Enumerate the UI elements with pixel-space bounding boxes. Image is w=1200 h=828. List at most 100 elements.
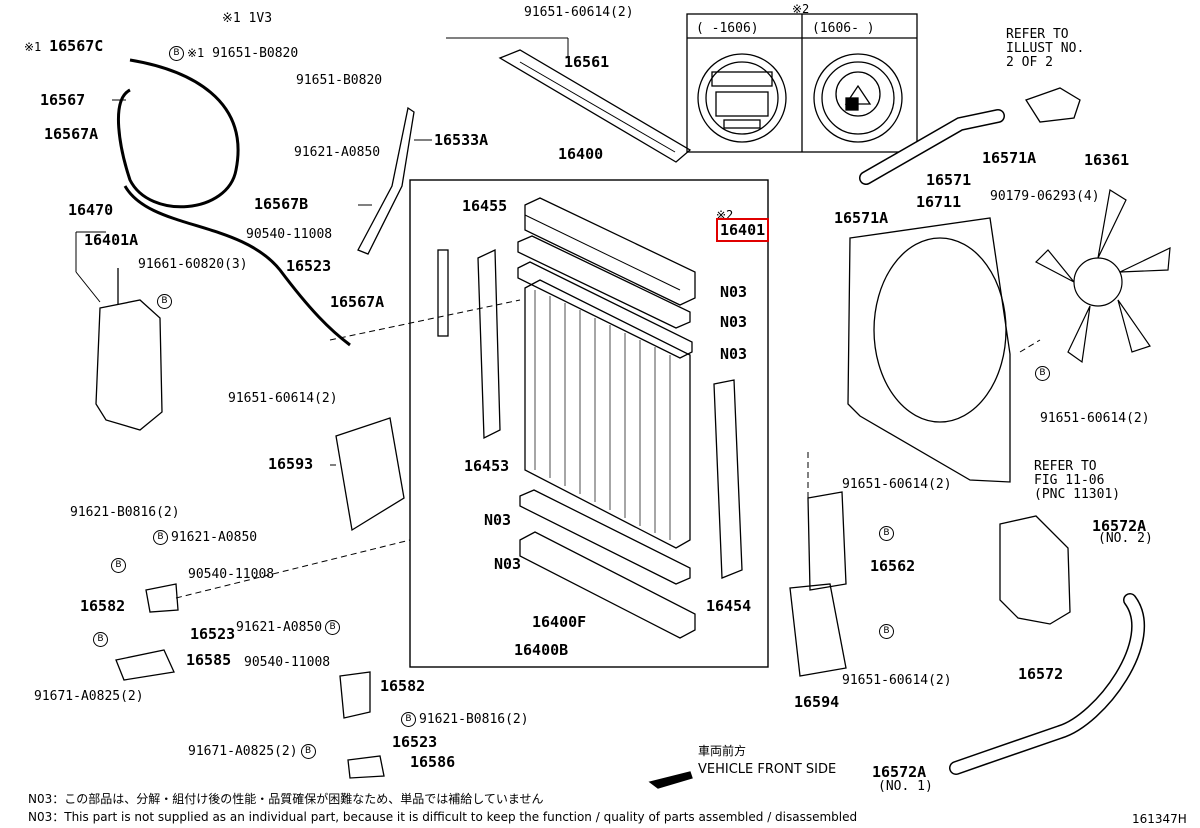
part-16571A-b[interactable]: 16571A <box>834 209 889 227</box>
part-16562[interactable]: 16562 <box>870 557 916 575</box>
n03-label-a[interactable]: N03 <box>720 283 748 301</box>
part-16400[interactable]: 16400 <box>558 145 604 163</box>
callout-91671-A0825-b: 91671-A0825(2)B <box>188 744 319 759</box>
radiator-core <box>524 279 691 549</box>
part-91651-60614-c[interactable]: 91651-60614(2) <box>842 673 952 688</box>
front-side-jp: 車両前方 <box>698 744 747 758</box>
gasket-upper-2 <box>517 261 693 359</box>
part-16593[interactable]: 16593 <box>268 455 314 473</box>
bolt-icon: B <box>879 526 894 541</box>
part-91651-B0820-a[interactable]: 91651-B0820 <box>212 46 299 61</box>
part-91621-A0850-a[interactable]: 91621-A0850 <box>294 145 381 160</box>
part-91651-60614-a[interactable]: 91651-60614(2) <box>228 391 338 406</box>
part-16567[interactable]: 16567 <box>40 91 86 109</box>
part-16400B[interactable]: 16400B <box>514 641 569 659</box>
part-16470[interactable]: 16470 <box>68 201 114 219</box>
callout-91651-B0820-a: B※1 91651-B0820 <box>166 46 298 61</box>
bolt-icon: B <box>1035 366 1050 381</box>
part-16586[interactable]: 16586 <box>410 753 456 771</box>
bolt-icon: B <box>325 620 341 635</box>
front-side-en: VEHICLE FRONT SIDE <box>698 762 837 777</box>
side-member-16454 <box>713 379 743 579</box>
figure-id: 161347H <box>1132 812 1187 826</box>
part-16571[interactable]: 16571 <box>926 171 972 189</box>
part-90179-06293[interactable]: 90179-06293(4) <box>990 189 1100 204</box>
part-16571A-a[interactable]: 16571A <box>982 149 1037 167</box>
part-90540-11008-a[interactable]: 90540-11008 <box>246 227 333 242</box>
bracket-16533A <box>357 106 415 255</box>
radiator-group-box <box>409 179 769 668</box>
part-16453[interactable]: 16453 <box>464 457 510 475</box>
bolt-icon-91651-d: B <box>1032 366 1053 381</box>
part-91651-60614-d[interactable]: 91651-60614(2) <box>1040 411 1150 426</box>
fan-16361 <box>1034 189 1171 364</box>
part-91621-A0850-b[interactable]: 91621-A0850 <box>171 530 258 545</box>
part-16711[interactable]: 16711 <box>916 193 962 211</box>
refer-fig-11-06[interactable]: REFER TO FIG 11-06 (PNC 11301) <box>1034 459 1121 502</box>
part-16585[interactable]: 16585 <box>186 651 232 669</box>
part-16523-c[interactable]: 16523 <box>392 733 438 751</box>
upper-support-16561 <box>498 49 692 163</box>
part-91651-60614-top[interactable]: 91651-60614(2) <box>524 5 634 20</box>
water-pump-housing <box>999 515 1071 625</box>
bolt-icon-91621-B0816: B <box>108 558 129 573</box>
bolt-icon: B <box>153 530 168 545</box>
n03-label-b[interactable]: N03 <box>720 313 748 331</box>
part-91621-B0816-a[interactable]: 91621-B0816(2) <box>70 505 180 520</box>
part-91671-A0825-a[interactable]: 91671-A0825(2) <box>34 689 144 704</box>
part-90540-11008-c[interactable]: 90540-11008 <box>244 655 331 670</box>
part-91651-60614-b[interactable]: 91651-60614(2) <box>842 477 952 492</box>
note-no2: (NO. 2) <box>1098 531 1153 546</box>
part-16561[interactable]: 16561 <box>564 53 610 71</box>
part-91671-A0825-b[interactable]: 91671-A0825(2) <box>188 744 298 759</box>
bolt-icon: B <box>93 632 108 647</box>
n03-label-e[interactable]: N03 <box>494 555 522 573</box>
gasket-lower-1 <box>519 489 691 585</box>
part-16523-b[interactable]: 16523 <box>190 625 236 643</box>
part-16582-b[interactable]: 16582 <box>380 677 426 695</box>
part-16455[interactable]: 16455 <box>462 197 508 215</box>
bracket-16586 <box>347 755 385 779</box>
part-16533A[interactable]: 16533A <box>434 131 489 149</box>
n03-label-c[interactable]: N03 <box>720 345 748 363</box>
bolt-icon: B <box>157 294 172 309</box>
part-16594[interactable]: 16594 <box>794 693 840 711</box>
outlet-housing <box>1025 87 1081 123</box>
part-90540-11008-b[interactable]: 90540-11008 <box>188 567 275 582</box>
refer-illust-2of2[interactable]: REFER TO ILLUST NO. 2 OF 2 <box>1006 27 1085 70</box>
bolt-icon: B <box>111 558 126 573</box>
upper-tank <box>524 197 696 306</box>
part-16523-a[interactable]: 16523 <box>286 257 332 275</box>
part-16572A-a[interactable]: 16572A <box>1092 517 1147 535</box>
note-no1: (NO. 1) <box>878 779 933 794</box>
part-16567A-mid[interactable]: 16567A <box>330 293 385 311</box>
part-16401A[interactable]: 16401A <box>84 231 139 249</box>
part-91621-B0816-b[interactable]: 91621-B0816(2) <box>419 712 529 727</box>
part-16567A-top[interactable]: 16567A <box>44 125 99 143</box>
n03-label-d[interactable]: N03 <box>484 511 512 529</box>
cap-label-old: ( -1606) <box>696 21 759 36</box>
part-16401-highlighted[interactable]: 16401 <box>715 218 770 242</box>
part-91621-A0850-c[interactable]: 91621-A0850 <box>236 620 323 635</box>
bolt-icon: B <box>169 46 184 61</box>
part-16454[interactable]: 16454 <box>706 597 752 615</box>
callout-16567C-group: ※1 16567C <box>24 38 103 55</box>
bolt-icon: B <box>879 624 894 639</box>
part-16400F[interactable]: 16400F <box>532 613 587 631</box>
part-16567C[interactable]: 16567C <box>49 37 104 55</box>
part-91661-60820[interactable]: 91661-60820(3) <box>138 257 248 272</box>
part-16582-a[interactable]: 16582 <box>80 597 126 615</box>
bolt-icon-91651-c: B <box>876 624 897 639</box>
part-16567B[interactable]: 16567B <box>254 195 309 213</box>
part-16572[interactable]: 16572 <box>1018 665 1064 683</box>
star2-marker-a: ※2 <box>716 208 734 222</box>
bolt-icon: B <box>401 712 416 727</box>
part-16572A-b[interactable]: 16572A <box>872 763 927 781</box>
part-91651-B0820-b[interactable]: 91651-B0820 <box>296 73 383 88</box>
guard-16562 <box>807 491 847 591</box>
part-16361[interactable]: 16361 <box>1084 151 1130 169</box>
